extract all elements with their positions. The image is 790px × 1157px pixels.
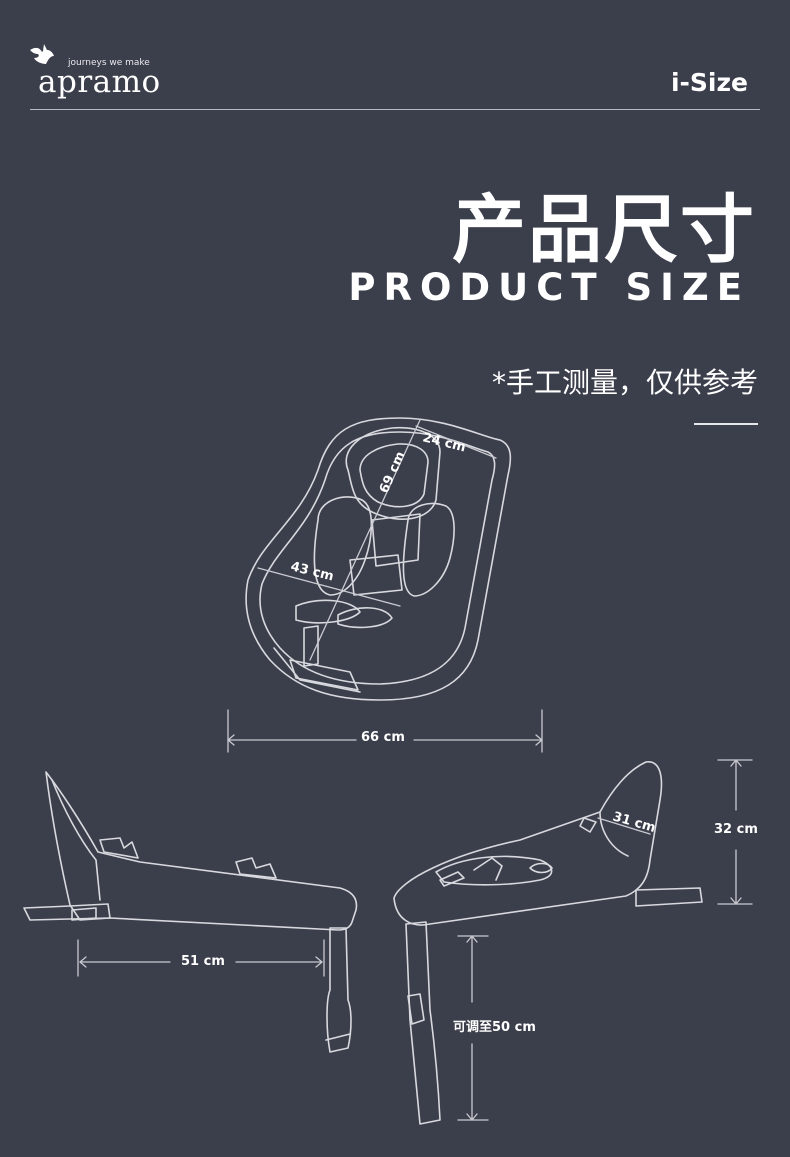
base-right-dimensions <box>457 759 753 1121</box>
header-divider <box>30 109 760 110</box>
base-length-label: 51 cm <box>181 954 225 969</box>
base-length-dimension <box>77 939 325 977</box>
seat-width-label: 43 cm <box>289 559 335 584</box>
brand-name: apramo <box>38 64 161 100</box>
note-divider <box>694 423 758 425</box>
headrest-width-label: 24 cm <box>421 430 467 455</box>
base-back-label: 31 cm <box>611 809 657 836</box>
car-seat-drawing <box>245 417 512 701</box>
apramo-logo-bird-icon <box>30 44 54 64</box>
brand-tagline: journeys we make <box>68 58 150 68</box>
page-title-cn: 产品尺寸 <box>452 187 756 273</box>
measurement-note: *手工测量，仅供参考 <box>491 366 758 399</box>
seat-height-label: 69 cm <box>377 449 409 495</box>
isofix-base-side-drawing <box>23 771 358 1053</box>
isofix-base-angled-drawing <box>393 761 703 1125</box>
i-size-badge: i-Size <box>670 68 748 97</box>
seat-length-label: 66 cm <box>361 730 405 745</box>
page-title-en: PRODUCT SIZE <box>348 266 750 309</box>
car-seat-dimension-lines <box>227 419 543 753</box>
base-height-label: 32 cm <box>714 822 758 837</box>
leg-adjust-label: 可调至50 cm <box>453 1020 536 1035</box>
